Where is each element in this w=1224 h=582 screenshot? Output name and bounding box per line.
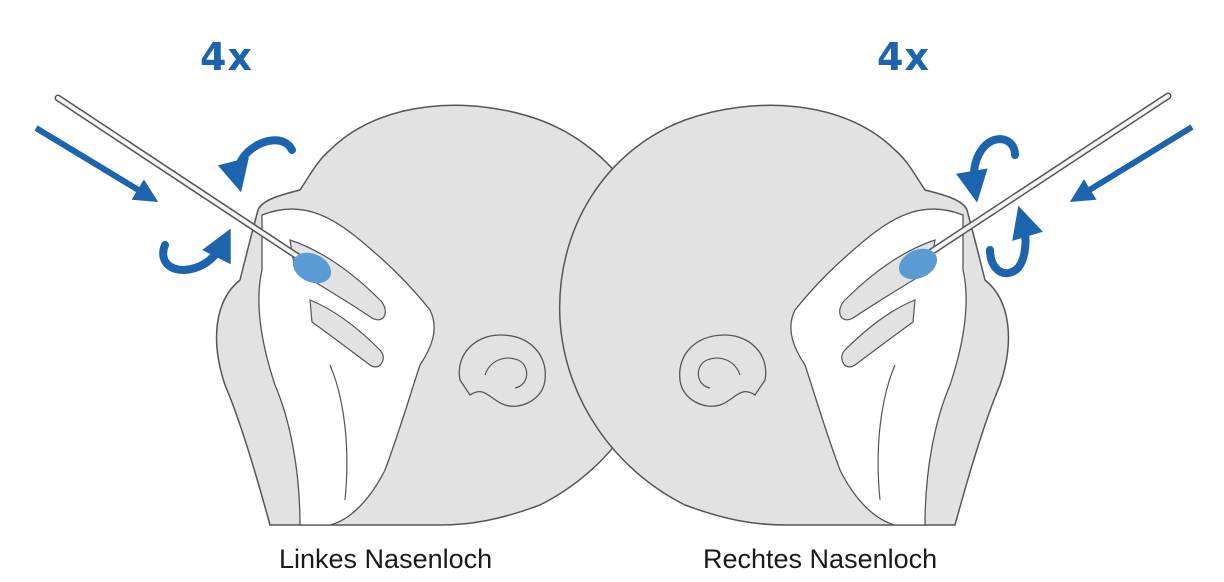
left-repetition-count: 4x	[200, 38, 253, 76]
left-insert-arrow-icon	[36, 128, 150, 197]
right-nostril-caption: Rechtes Nasenloch	[703, 546, 937, 573]
left-nostril-caption: Linkes Nasenloch	[279, 546, 492, 573]
right-swab	[894, 96, 1168, 285]
right-insert-arrow-icon	[1078, 127, 1192, 197]
right-repetition-count: 4x	[877, 38, 930, 76]
right-head	[560, 105, 1009, 525]
